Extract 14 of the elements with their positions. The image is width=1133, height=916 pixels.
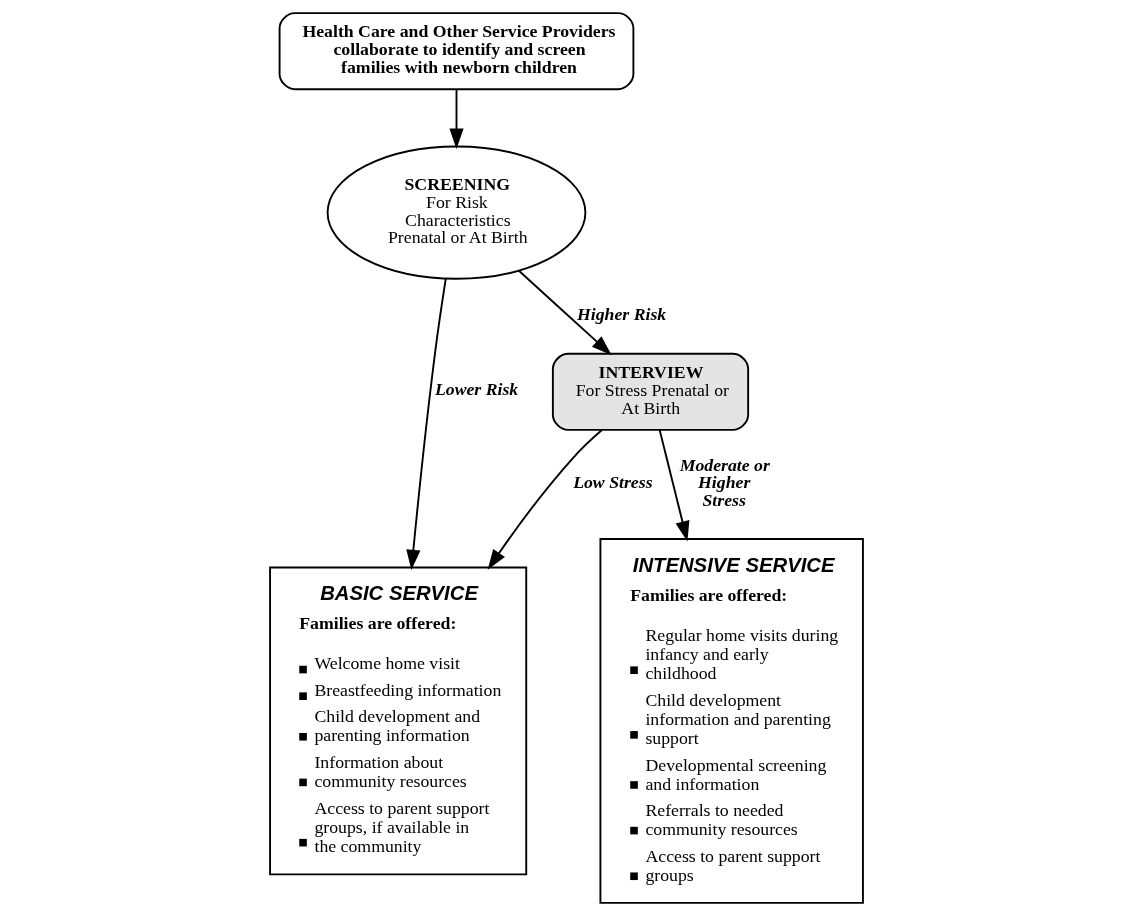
node-ellipse: SCREENING For Risk Characteristics Prenatal or At Birth xyxy=(326,145,587,280)
edge-label: Lower Risk xyxy=(434,379,519,400)
node-box: Health Care and Other Service Providers collaborate to identify and screen families with newborn children xyxy=(278,12,635,91)
arrow xyxy=(518,269,612,356)
arrow xyxy=(487,429,603,570)
edge-label: Higher Risk xyxy=(576,303,667,324)
arrow xyxy=(406,277,447,571)
node-box: BASIC SERVICE Families are offered: Welcome home visit Breastfeeding information Child development and parenting information Information about community resources Access to parent support groups, if available in the community xyxy=(269,566,528,876)
node-box: INTENSIVE SERVICE Families are offered: Regular home visits during infancy and early childhood Child development information and parenting support Developmental screening and information Referrals to needed community resources Access to parent support groups xyxy=(599,538,864,904)
arrow xyxy=(658,429,690,542)
node-box: INTERVIEW For Stress Prenatal or At Birth xyxy=(551,352,750,431)
edge-label: Low Stress xyxy=(573,471,653,492)
edge-label: Moderate or Higher Stress xyxy=(679,454,770,511)
arrow xyxy=(449,88,464,149)
